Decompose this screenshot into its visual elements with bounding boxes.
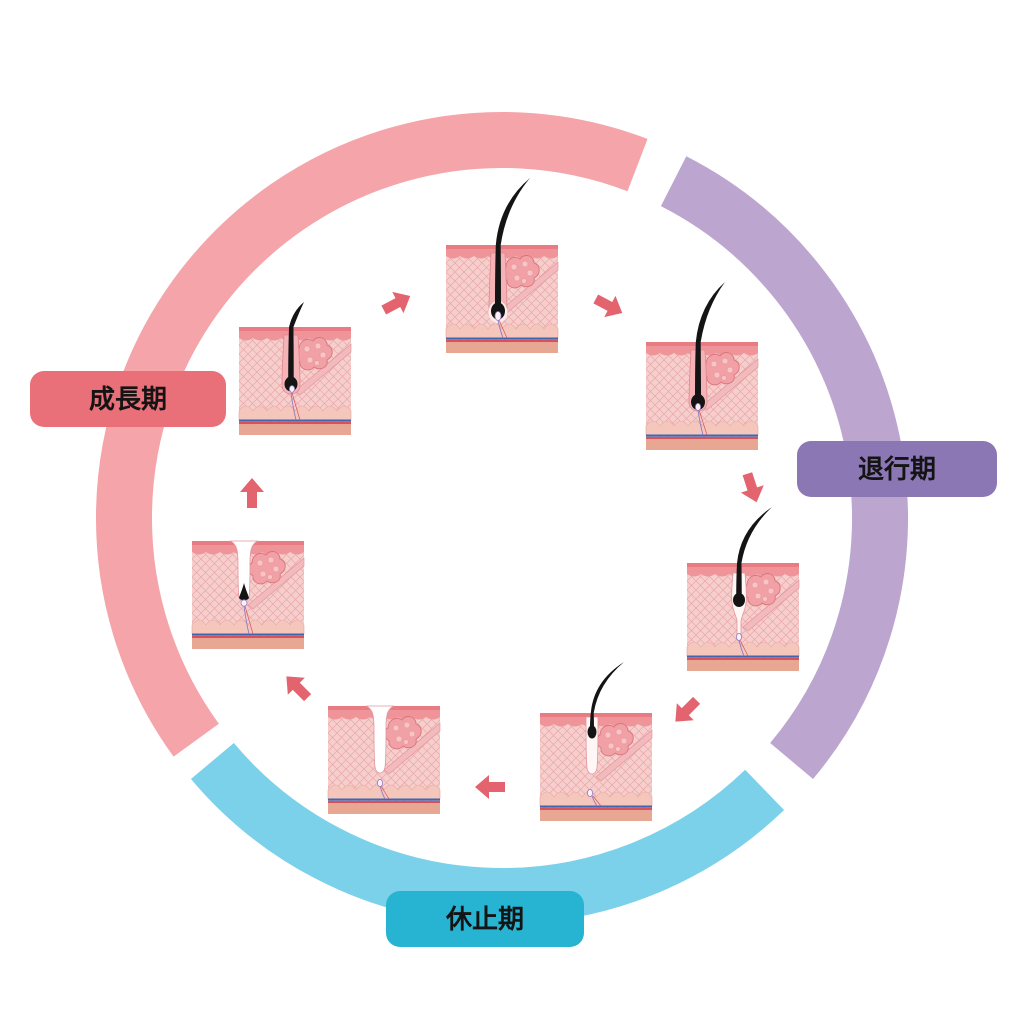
- hair-shaft: [288, 302, 304, 379]
- capillary: [243, 605, 250, 635]
- anagen-label-text: 成長期: [89, 385, 167, 415]
- hair-bulb: [691, 394, 705, 410]
- hair-shaft: [695, 282, 725, 398]
- hair-bulb: [491, 302, 505, 320]
- capillary: [291, 392, 301, 421]
- hair-shaft: [736, 507, 772, 597]
- stage-anagen-late-panel: [645, 282, 759, 451]
- stage-anagen-growing-panel: [238, 302, 352, 436]
- anagen-arc: [96, 112, 648, 757]
- telogen-label-pill: [386, 891, 584, 947]
- dermal-papilla: [289, 385, 296, 393]
- capillary: [380, 785, 390, 800]
- stage-anagen-full-panel: [445, 178, 559, 354]
- hair-shaft: [590, 662, 624, 729]
- capillary: [592, 795, 602, 807]
- hair-bulb: [733, 593, 745, 607]
- cycle-arrows: [240, 291, 764, 799]
- dermal-papilla: [494, 311, 502, 321]
- catagen-label: 退行期: [797, 441, 997, 497]
- telogen-label-text: 休止期: [445, 905, 524, 935]
- hair-shaft: [495, 178, 530, 307]
- capillary: [498, 319, 508, 339]
- capillary: [379, 785, 386, 800]
- stage-anagen-early-panel: [191, 540, 305, 650]
- capillary: [244, 605, 254, 635]
- catagen-label-pill: [797, 441, 997, 497]
- follicle-stage-panels: [191, 178, 800, 822]
- anagen-label-pill: [30, 371, 226, 427]
- arrow-icon: [240, 478, 264, 508]
- capillary: [591, 795, 598, 807]
- capillary: [738, 639, 745, 657]
- stage-catagen-panel: [686, 507, 800, 672]
- capillary: [497, 319, 504, 339]
- new-hair-tip: [239, 583, 249, 601]
- arrow-icon: [381, 291, 411, 315]
- arrow-icon: [740, 472, 764, 503]
- dermal-papilla: [377, 779, 384, 788]
- dermal-papilla: [240, 599, 248, 607]
- anagen-label: 成長期: [30, 371, 226, 427]
- telogen-label: 休止期: [386, 891, 584, 947]
- arrow-icon: [675, 696, 701, 722]
- empty-follicle: [365, 705, 395, 774]
- catagen-label-text: 退行期: [858, 454, 936, 485]
- dermal-papilla: [695, 403, 702, 412]
- dermal-papilla: [587, 789, 594, 798]
- capillary: [290, 392, 297, 421]
- arrow-icon: [593, 294, 623, 318]
- capillary: [739, 639, 749, 657]
- capillary: [697, 409, 704, 436]
- dermal-papilla: [736, 633, 743, 642]
- arrow-icon: [286, 676, 312, 702]
- arrow-icon: [475, 775, 505, 799]
- capillary: [698, 409, 708, 436]
- stage-telogen-empty-panel: [327, 705, 441, 815]
- hair-bulb: [587, 725, 597, 739]
- stage-telogen-club-panel: [539, 662, 653, 822]
